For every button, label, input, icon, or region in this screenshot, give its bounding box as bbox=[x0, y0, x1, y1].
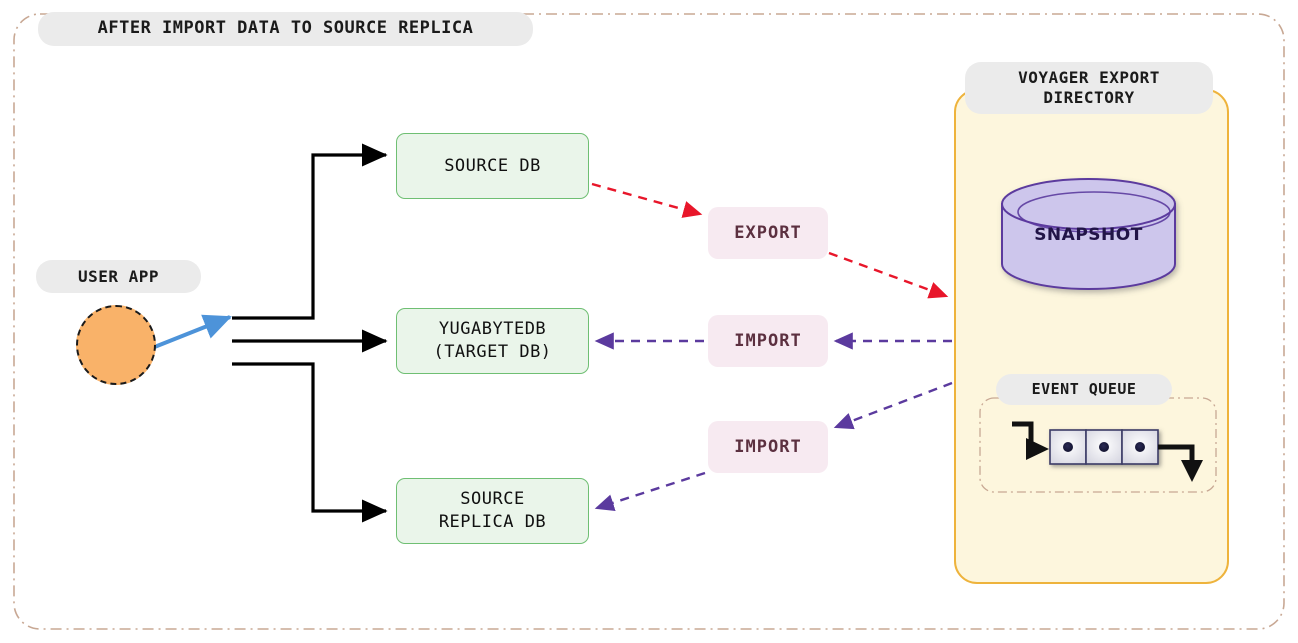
user-app-circle[interactable] bbox=[76, 305, 156, 385]
db-node-source-db[interactable]: SOURCE DB bbox=[396, 133, 589, 199]
event-queue-cells bbox=[1012, 421, 1203, 482]
export-arrow-to-voyager bbox=[828, 251, 949, 299]
event-queue-dot bbox=[1099, 442, 1109, 452]
operation-label-import-target[interactable]: IMPORT bbox=[708, 315, 828, 367]
connector-to-source-replica bbox=[232, 362, 388, 523]
event-queue-container bbox=[979, 397, 1217, 493]
import-arrow-voyager-to-import2 bbox=[833, 381, 953, 430]
operation-label-export[interactable]: EXPORT bbox=[708, 207, 828, 259]
event-queue-dot bbox=[1063, 442, 1073, 452]
page-title: AFTER IMPORT DATA TO SOURCE REPLICA bbox=[38, 12, 533, 46]
voyager-title-line-1: VOYAGER EXPORT bbox=[1018, 68, 1160, 87]
user-app-label: USER APP bbox=[36, 260, 201, 293]
event-queue-label: EVENT QUEUE bbox=[996, 374, 1172, 405]
voyager-title-line-2: DIRECTORY bbox=[1043, 88, 1135, 107]
import-arrow-to-source-replica bbox=[594, 471, 706, 512]
db-node-source-replica-db[interactable]: SOURCE REPLICA DB bbox=[396, 478, 589, 544]
voyager-export-directory-label: VOYAGER EXPORT DIRECTORY bbox=[965, 62, 1213, 114]
snapshot-label: SNAPSHOT bbox=[1034, 225, 1143, 245]
user-app-arrow bbox=[151, 314, 232, 350]
operation-label-import-source-replica[interactable]: IMPORT bbox=[708, 421, 828, 473]
connector-to-source-db bbox=[232, 143, 388, 320]
export-arrow-from-source-db bbox=[591, 182, 703, 218]
event-queue-dot bbox=[1135, 442, 1145, 452]
user-app-connectors bbox=[232, 143, 388, 523]
db-node-yugabytedb-target[interactable]: YUGABYTEDB (TARGET DB) bbox=[396, 308, 589, 374]
voyager-export-directory-container bbox=[954, 89, 1229, 584]
